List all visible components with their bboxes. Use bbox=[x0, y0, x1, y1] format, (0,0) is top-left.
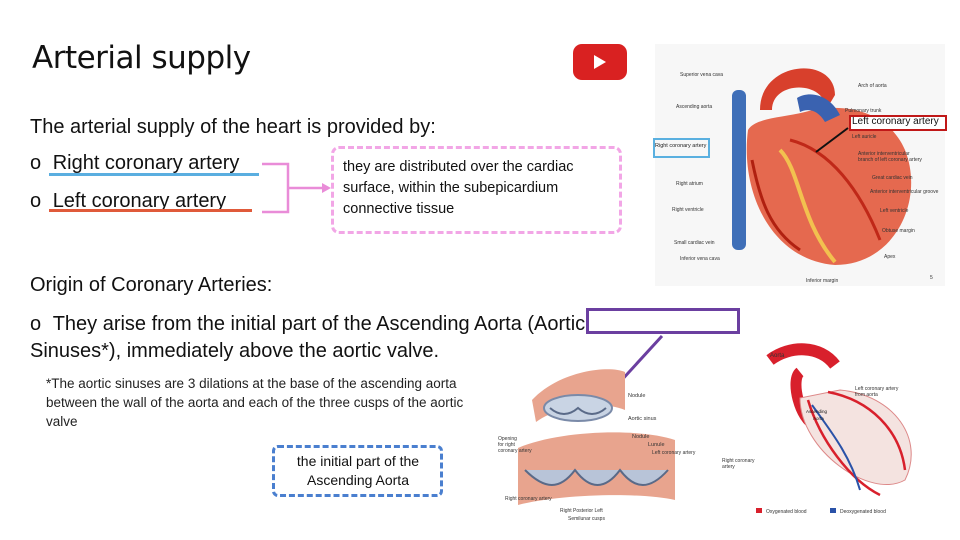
origin-heading: Origin of Coronary Arteries: bbox=[30, 274, 273, 296]
slide-title: Arterial supply bbox=[32, 40, 251, 76]
bullet-marker: o bbox=[30, 190, 42, 212]
svg-text:Superior vena cava: Superior vena cava bbox=[680, 72, 723, 78]
svg-text:Aorta: Aorta bbox=[813, 416, 824, 421]
distribution-text: they are distributed over the cardiac su… bbox=[343, 159, 574, 217]
svg-text:Ascending aorta: Ascending aorta bbox=[676, 104, 712, 110]
svg-text:Right Posterior Left: Right Posterior Left bbox=[560, 508, 603, 514]
bullet-right-coronary: o Right coronary artery bbox=[30, 152, 239, 175]
svg-text:Apex: Apex bbox=[884, 254, 896, 260]
svg-text:Small cardiac vein: Small cardiac vein bbox=[674, 240, 715, 246]
callout-box bbox=[272, 445, 443, 497]
left-coronary-label: Left coronary artery bbox=[852, 116, 939, 127]
svg-text:for right: for right bbox=[498, 442, 516, 448]
svg-text:coronary artery: coronary artery bbox=[498, 448, 532, 454]
svg-text:5: 5 bbox=[930, 275, 933, 281]
svg-text:Left ventricle: Left ventricle bbox=[880, 208, 909, 214]
svg-text:Obtuse margin: Obtuse margin bbox=[882, 228, 915, 234]
svg-text:Right atrium: Right atrium bbox=[676, 181, 703, 187]
bullet-marker: o bbox=[30, 313, 42, 335]
heart-illustration: Superior vena cava Ascending aorta Right… bbox=[655, 44, 945, 286]
svg-text:artery: artery bbox=[722, 464, 735, 470]
svg-text:Left coronary artery: Left coronary artery bbox=[855, 386, 899, 392]
bullet-text: Left coronary artery bbox=[52, 190, 227, 212]
svg-text:Right coronary: Right coronary bbox=[722, 458, 755, 464]
distribution-box bbox=[331, 146, 622, 234]
svg-text:Nodule: Nodule bbox=[632, 434, 649, 440]
svg-text:Anterior interventricular: Anterior interventricular bbox=[858, 151, 910, 157]
svg-text:Aorta: Aorta bbox=[770, 353, 785, 359]
svg-text:Inferior vena cava: Inferior vena cava bbox=[680, 256, 720, 262]
svg-text:Inferior margin: Inferior margin bbox=[806, 278, 838, 284]
svg-text:Left coronary artery: Left coronary artery bbox=[652, 450, 696, 456]
svg-text:Deoxygenated blood: Deoxygenated blood bbox=[840, 509, 886, 515]
bullet-left-coronary: o Left coronary artery bbox=[30, 190, 226, 213]
svg-text:Anterior interventricular groo: Anterior interventricular groove bbox=[870, 189, 939, 195]
svg-text:Left auricle: Left auricle bbox=[852, 134, 877, 140]
svg-text:Aortic sinus: Aortic sinus bbox=[628, 416, 657, 422]
callout-text: the initial part of the Ascending Aorta bbox=[296, 453, 420, 488]
svg-text:Right coronary artery: Right coronary artery bbox=[505, 496, 552, 502]
intro-text: The arterial supply of the heart is prov… bbox=[30, 116, 436, 138]
right-coronary-label: Right coronary artery bbox=[655, 143, 707, 149]
origin-bullet-text: They arise from the initial part of the … bbox=[30, 313, 586, 362]
svg-text:Arch of aorta: Arch of aorta bbox=[858, 83, 887, 89]
svg-text:from aorta: from aorta bbox=[855, 392, 878, 398]
youtube-play-icon[interactable] bbox=[573, 44, 627, 80]
aorta-coronary-illustration: Aorta Ascending Aorta Left coronary arte… bbox=[722, 343, 912, 515]
svg-text:branch of left coronary artery: branch of left coronary artery bbox=[858, 157, 922, 163]
left-coronary-label-box bbox=[849, 115, 947, 131]
svg-text:Nodule: Nodule bbox=[628, 393, 645, 399]
bullet-marker: o bbox=[30, 152, 42, 174]
svg-text:Opening: Opening bbox=[498, 436, 517, 442]
svg-text:Oxygenated blood: Oxygenated blood bbox=[766, 509, 807, 515]
svg-text:Great cardiac vein: Great cardiac vein bbox=[872, 175, 913, 181]
origin-bullet: o They arise from the initial part of th… bbox=[30, 311, 670, 365]
svg-text:Ascending: Ascending bbox=[806, 409, 828, 414]
bullet-text: Right coronary artery bbox=[52, 152, 240, 174]
svg-text:Lunule: Lunule bbox=[648, 442, 665, 448]
aortic-valve-illustration: Nodule Aortic sinus Opening for right co… bbox=[498, 369, 696, 522]
blue-underline bbox=[49, 173, 259, 176]
right-coronary-label-box bbox=[653, 138, 710, 158]
aortic-highlight-box bbox=[586, 308, 740, 334]
svg-text:Pulmonary trunk: Pulmonary trunk bbox=[845, 108, 882, 114]
red-underline bbox=[49, 209, 252, 212]
svg-text:Right ventricle: Right ventricle bbox=[672, 207, 704, 213]
footnote-text: *The aortic sinuses are 3 dilations at t… bbox=[46, 376, 464, 429]
svg-text:Semilunar cusps: Semilunar cusps bbox=[568, 516, 605, 522]
bracket-connector-icon bbox=[262, 162, 290, 214]
